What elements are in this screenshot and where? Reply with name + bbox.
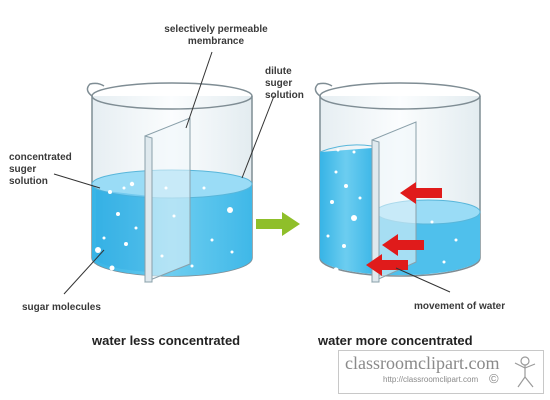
red-arrow-1 bbox=[400, 182, 442, 204]
concentrated-label-line3: solution bbox=[9, 176, 48, 187]
leader-molecules bbox=[63, 249, 105, 295]
movement-arrows bbox=[366, 182, 442, 276]
copyright-icon: © bbox=[489, 371, 499, 386]
dilute-label-line1: dilute bbox=[265, 66, 292, 77]
leader-membrane bbox=[185, 51, 213, 129]
caption-left: water less concentrated bbox=[92, 333, 241, 348]
membrane-label-line1: selectively permeable bbox=[164, 24, 268, 35]
concentrated-label: concentrated suger solution bbox=[9, 152, 72, 188]
membrane-label: selectively permeable membrance bbox=[150, 24, 282, 48]
left-sugar-molecules bbox=[95, 181, 234, 271]
left-beaker-spout bbox=[86, 82, 105, 97]
membrane-label-line2: membrance bbox=[187, 36, 245, 47]
leader-lines bbox=[53, 51, 451, 295]
left-beaker bbox=[86, 82, 253, 283]
movement-of-water-label: movement of water bbox=[414, 301, 506, 312]
green-arrow bbox=[256, 212, 300, 236]
left-water-front-shade bbox=[96, 190, 150, 272]
leader-dilute bbox=[241, 95, 275, 179]
right-beaker bbox=[314, 82, 481, 283]
red-arrow-3 bbox=[366, 254, 408, 276]
dilute-label-line3: solution bbox=[265, 90, 304, 101]
dilute-label: dilute suger solution bbox=[265, 66, 304, 102]
red-arrow-2 bbox=[382, 234, 424, 256]
leader-concentrated bbox=[53, 173, 101, 189]
sugar-molecules-label: sugar molecules bbox=[22, 302, 101, 313]
leader-movement bbox=[395, 267, 451, 293]
watermark-title: classroomclipart.com bbox=[345, 353, 500, 373]
concentrated-label-line1: concentrated bbox=[9, 152, 72, 163]
right-sugar-molecules bbox=[326, 148, 458, 273]
watermark: classroomclipart.com http://classroomcli… bbox=[338, 350, 544, 394]
stick-figure-icon bbox=[514, 356, 536, 388]
watermark-url: http://classroomclipart.com bbox=[383, 375, 479, 384]
right-water-high-surface bbox=[319, 144, 373, 153]
caption-right: water more concentrated bbox=[318, 333, 473, 348]
right-beaker-spout bbox=[314, 82, 333, 97]
right-water-high bbox=[320, 148, 372, 274]
left-membrane bbox=[144, 117, 191, 283]
dilute-label-line2: suger bbox=[265, 78, 293, 89]
concentrated-label-line2: suger bbox=[9, 164, 37, 175]
